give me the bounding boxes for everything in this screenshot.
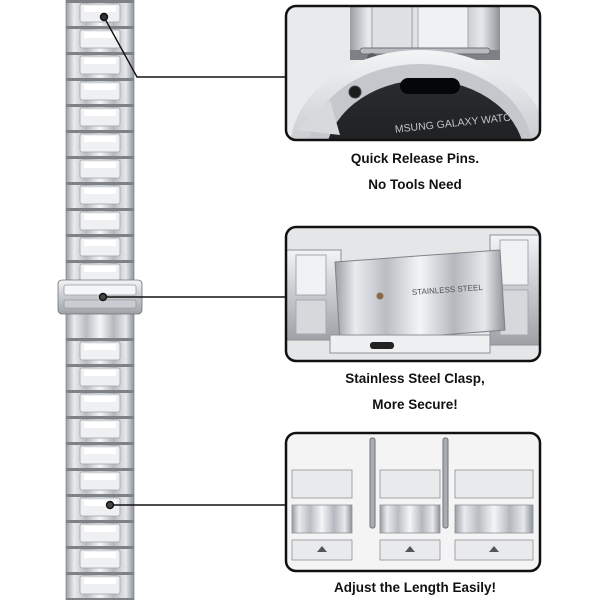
leader-line-pins	[103, 16, 286, 78]
band-link	[84, 422, 116, 428]
band-link	[66, 0, 134, 3]
band-link	[84, 110, 116, 116]
caption-line: Quick Release Pins.	[350, 151, 480, 166]
band-link	[84, 344, 116, 350]
band-link	[66, 234, 134, 237]
band-link	[84, 240, 116, 246]
band-link	[84, 136, 116, 142]
band-link	[66, 130, 134, 133]
band-link	[66, 26, 134, 29]
band-link	[84, 58, 116, 64]
band-link	[84, 32, 116, 38]
band-link	[84, 526, 116, 532]
band-link	[66, 390, 134, 393]
watch-link	[291, 504, 353, 534]
band-link	[84, 552, 116, 558]
detail-link-adjustment	[284, 431, 542, 573]
band-link	[84, 84, 116, 90]
band-link	[84, 162, 116, 168]
band-link	[84, 266, 116, 272]
band-link	[66, 416, 134, 419]
band-link	[66, 520, 134, 523]
band-link	[66, 260, 134, 263]
band-link	[66, 52, 134, 55]
band-link	[84, 448, 116, 454]
detail-steel-clasp: STAINLESS STEEL	[284, 225, 542, 363]
caption-quick-release: Quick Release Pins. No Tools Need	[300, 146, 530, 198]
watch-link	[454, 469, 534, 499]
band-link	[84, 370, 116, 376]
band-link	[66, 572, 134, 575]
band-link	[84, 6, 116, 12]
watch-link	[454, 504, 534, 534]
band-link	[66, 156, 134, 159]
band-link	[66, 104, 134, 107]
band-link	[84, 214, 116, 220]
arrow-up-icon	[317, 546, 327, 552]
arrow-up-icon	[489, 546, 499, 552]
band-link	[66, 468, 134, 471]
caption-adjust-length: Adjust the Length Easily!	[300, 575, 530, 601]
caption-line: No Tools Need	[368, 177, 462, 192]
band-link	[66, 364, 134, 367]
detail-quick-release-pins: MSUNG GALAXY WATC	[284, 4, 542, 142]
band-link	[66, 442, 134, 445]
caption-line: Stainless Steel Clasp,	[345, 371, 485, 386]
band-link	[63, 299, 137, 309]
watch-link	[379, 504, 441, 534]
watch-link	[291, 469, 353, 499]
watch-link	[379, 469, 441, 499]
band-link	[66, 494, 134, 497]
band-link	[84, 396, 116, 402]
band-link	[66, 78, 134, 81]
band-link	[66, 546, 134, 549]
band-link	[84, 474, 116, 480]
arrow-up-icon	[405, 546, 415, 552]
band-link	[84, 578, 116, 584]
band-link	[84, 188, 116, 194]
caption-steel-clasp: Stainless Steel Clasp, More Secure!	[300, 366, 530, 418]
band-link	[66, 208, 134, 211]
band-link	[66, 338, 134, 341]
band-link	[66, 598, 134, 600]
band-link	[84, 500, 116, 506]
leader-lines	[98, 12, 286, 510]
band-link	[63, 284, 137, 296]
caption-line: More Secure!	[372, 397, 458, 412]
caption-line: Adjust the Length Easily!	[333, 580, 496, 595]
watch-band-strip	[57, 0, 143, 600]
band-link	[66, 182, 134, 185]
